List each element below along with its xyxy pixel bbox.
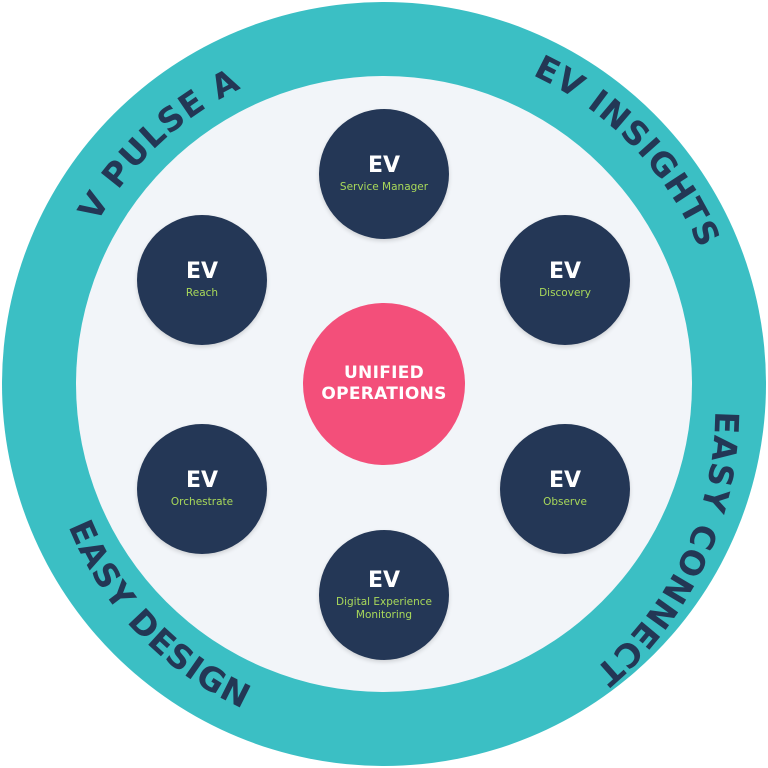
node-label: Service Manager: [339, 181, 429, 193]
node-digital-experience-monitoring: EV Digital Experience Monitoring: [319, 530, 449, 660]
node-reach: EV Reach: [137, 215, 267, 345]
node-label: Discovery: [539, 287, 591, 299]
node-title: EV: [185, 468, 219, 493]
center-line-2: OPERATIONS: [321, 384, 447, 404]
node-title: EV: [367, 153, 401, 178]
node-orchestrate: EV Orchestrate: [137, 424, 267, 554]
center-unified-operations: UNIFIED OPERATIONS: [303, 303, 465, 465]
node-label: Orchestrate: [170, 496, 234, 508]
node-title: EV: [367, 567, 401, 593]
node-title: EV: [548, 468, 582, 493]
node-title: EV: [185, 259, 219, 284]
node-label: Reach: [185, 287, 219, 299]
center-line-1: UNIFIED: [343, 363, 425, 383]
node-discovery: EV Discovery: [500, 215, 630, 345]
node-label-line-2: Monitoring: [355, 608, 413, 621]
node-label: Observe: [543, 496, 587, 508]
node-observe: EV Observe: [500, 424, 630, 554]
node-title: EV: [548, 259, 582, 284]
node-service-manager: EV Service Manager: [319, 109, 449, 239]
node-label-line-1: Digital Experience: [336, 595, 432, 608]
